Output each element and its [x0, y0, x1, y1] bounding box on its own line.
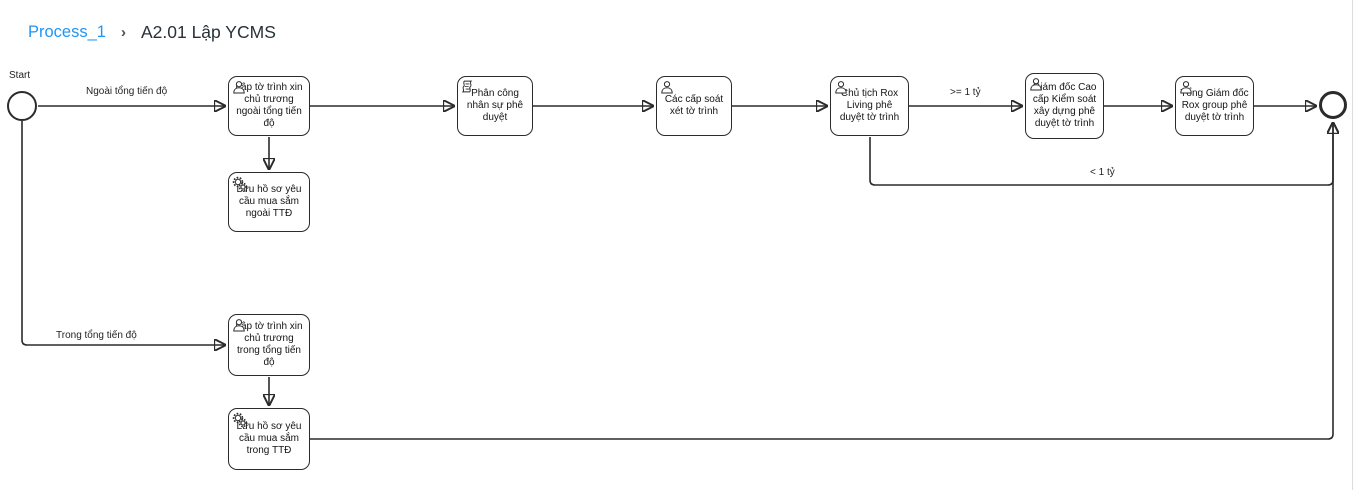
flow-label-trong-tong-tien-do: Trong tổng tiến độ	[56, 330, 137, 341]
user-task-icon	[232, 80, 246, 94]
flow-label-lt-1-ty: < 1 tỷ	[1090, 167, 1115, 178]
breadcrumb-separator: ›	[120, 24, 126, 41]
service-task-icon	[232, 412, 248, 428]
task-label: Giám đốc Cao cấp Kiểm soát xây dựng phê …	[1032, 81, 1097, 130]
panel-divider	[1352, 0, 1353, 490]
task-label: Lưu hồ sơ yêu cầu mua sắm ngoài TTĐ	[236, 183, 302, 220]
task-tong-giam-doc-rox-group[interactable]: Tổng Giám đốc Rox group phê duyệt tờ trì…	[1175, 76, 1254, 136]
task-label: Lưu hồ sơ yêu cầu mua sắm trong TTĐ	[236, 420, 302, 457]
start-event-label: Start	[9, 70, 31, 81]
breadcrumb-link-process[interactable]: Process_1	[28, 23, 106, 41]
flow-task9-to-end	[310, 123, 1333, 440]
task-phan-cong-nhan-su[interactable]: Phân công nhân sự phê duyệt	[457, 76, 533, 136]
flow-start-to-task8	[21, 121, 225, 345]
service-task-icon	[232, 176, 248, 192]
script-task-icon	[461, 80, 473, 93]
user-task-icon	[1179, 80, 1193, 94]
task-label: Phân công nhân sự phê duyệt	[466, 87, 524, 124]
task-label: Chủ tịch Rox Living phê duyệt tờ trình	[839, 87, 900, 124]
task-giam-doc-cao-cap-kiem-soat[interactable]: Giám đốc Cao cấp Kiểm soát xây dựng phê …	[1025, 73, 1104, 139]
breadcrumb: Process_1 › A2.01 Lập YCMS	[28, 22, 276, 43]
task-label: Các cấp soát xét tờ trình	[664, 93, 724, 117]
task-cac-cap-soat-xet[interactable]: Các cấp soát xét tờ trình	[656, 76, 732, 136]
breadcrumb-current: A2.01 Lập YCMS	[140, 22, 276, 42]
task-label: Lập tờ trình xin chủ trương ngoài tổng t…	[235, 81, 303, 130]
task-label: Tổng Giám đốc Rox group phê duyệt tờ trì…	[1180, 87, 1249, 124]
user-task-icon	[1029, 77, 1043, 91]
task-luu-ho-so-trong-ttd[interactable]: Lưu hồ sơ yêu cầu mua sắm trong TTĐ	[228, 408, 310, 470]
task-luu-ho-so-ngoai-ttd[interactable]: Lưu hồ sơ yêu cầu mua sắm ngoài TTĐ	[228, 172, 310, 232]
user-task-icon	[660, 80, 674, 94]
flow-label-gte-1-ty: >= 1 tỷ	[950, 87, 981, 98]
task-chu-tich-rox-living[interactable]: Chủ tịch Rox Living phê duyệt tờ trình	[830, 76, 909, 136]
start-event[interactable]	[7, 91, 37, 121]
task-lap-to-trinh-ngoai-ttd[interactable]: Lập tờ trình xin chủ trương ngoài tổng t…	[228, 76, 310, 136]
task-label: Lập tờ trình xin chủ trương trong tổng t…	[235, 320, 303, 369]
end-event[interactable]	[1319, 91, 1347, 119]
user-task-icon	[232, 318, 246, 332]
flow-label-ngoai-tong-tien-do: Ngoài tổng tiến độ	[86, 86, 168, 97]
task-lap-to-trinh-trong-ttd[interactable]: Lập tờ trình xin chủ trương trong tổng t…	[228, 314, 310, 376]
user-task-icon	[834, 80, 848, 94]
